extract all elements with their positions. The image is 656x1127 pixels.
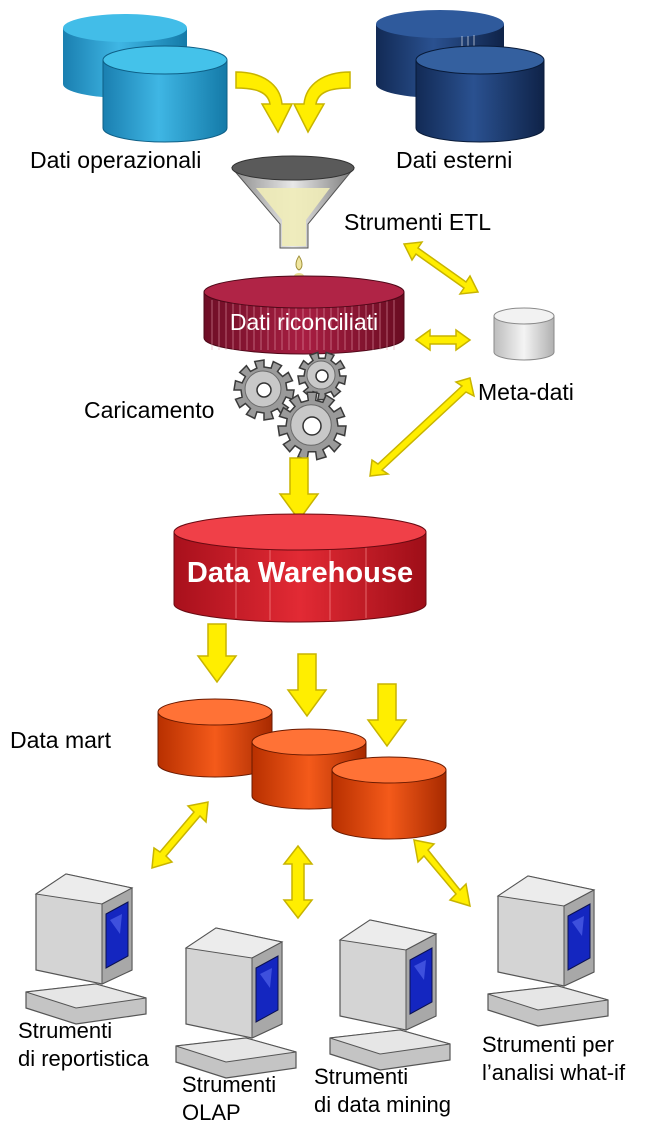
reconciled-db-icon (203, 275, 405, 355)
gear-icon (233, 351, 347, 461)
arrow-icon (235, 71, 351, 134)
metadata-db-icon (493, 307, 555, 361)
label-external-data: Dati esterni (396, 147, 512, 173)
label-data-mart: Data mart (10, 727, 112, 753)
data-warehouse-db-icon (173, 513, 427, 623)
datamart-db-icon (331, 756, 447, 840)
arrow-icon (196, 623, 408, 748)
computer-icon-data-mining (329, 919, 451, 1071)
computer-icon-olap (175, 927, 297, 1079)
label-olap-tools-line1: Strumenti (182, 1072, 276, 1097)
label-operational-data: Dati operazionali (30, 147, 201, 173)
label-data-warehouse: Data Warehouse (187, 557, 413, 589)
funnel-icon (230, 155, 356, 279)
label-data-mining-tools-line1: Strumenti (314, 1064, 408, 1089)
label-whatif-tools-line2: l’analisi what-if (482, 1060, 626, 1085)
arrow-icon (278, 377, 476, 522)
computer-icon-whatif (487, 875, 609, 1027)
arrow-icon (151, 801, 471, 920)
label-olap-tools-line2: OLAP (182, 1100, 241, 1125)
label-reporting-tools-line2: di reportistica (18, 1046, 150, 1071)
datamart-db-icon (157, 698, 273, 778)
label-loading: Caricamento (84, 397, 214, 423)
label-whatif-tools-line1: Strumenti per (482, 1032, 614, 1057)
label-data-mining-tools-line2: di data mining (314, 1092, 451, 1117)
label-etl-tools: Strumenti ETL (344, 209, 491, 235)
external-db-icon (376, 10, 545, 143)
computer-icon-reporting (25, 873, 147, 1025)
label-metadata: Meta-dati (478, 379, 574, 405)
arrow-icon (402, 241, 480, 352)
label-reconciled-data: Dati riconciliati (230, 309, 378, 335)
operational-db-icon (63, 14, 228, 143)
label-reporting-tools-line1: Strumenti (18, 1018, 112, 1043)
